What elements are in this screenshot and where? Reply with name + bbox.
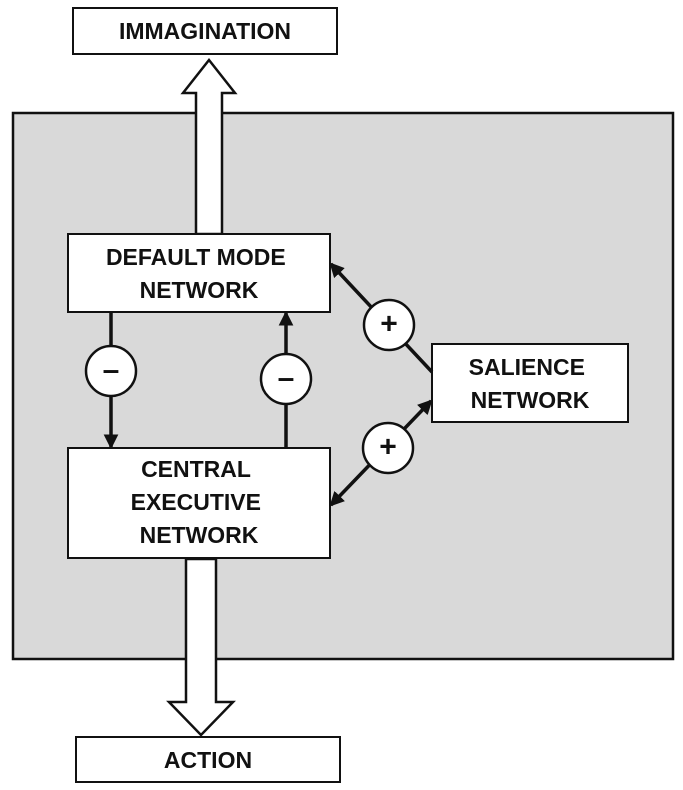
default-mode-network-line-1: DEFAULT MODE <box>106 244 286 270</box>
imagination-node: IMMAGINATION <box>72 7 338 55</box>
imagination-label-line-1: IMMAGINATION <box>119 18 291 44</box>
edge-sn-cen-sign: + <box>379 431 397 464</box>
default-mode-network-box <box>67 233 331 313</box>
salience-network-node: SALIENCE NETWORK <box>431 343 629 423</box>
central-executive-network-line-1: CENTRAL <box>141 456 251 482</box>
edge-cen-to-dmn-sign: – <box>278 362 295 395</box>
hollow-arrow-to-action <box>166 557 236 737</box>
edge-dmn-to-cen: – <box>84 312 138 450</box>
imagination-box <box>72 7 338 55</box>
action-box <box>75 736 341 783</box>
action-label: ACTION <box>164 747 252 773</box>
salience-network-box <box>431 343 629 423</box>
central-executive-network-line-2: EXECUTIVE <box>131 489 261 515</box>
imagination-label: IMMAGINATION <box>119 18 291 44</box>
default-mode-network-label: DEFAULT MODE NETWORK <box>106 244 292 303</box>
central-executive-network-line-3: NETWORK <box>140 522 259 548</box>
action-node: ACTION <box>75 736 341 783</box>
edge-dmn-to-cen-sign-circle <box>84 344 138 398</box>
central-executive-network-label: CENTRAL EXECUTIVE NETWORK <box>131 456 268 548</box>
hollow-arrow-to-imagination <box>180 57 238 236</box>
default-mode-network-line-2: NETWORK <box>140 277 259 303</box>
edge-dmn-to-cen-sign: – <box>103 354 120 387</box>
edge-cen-to-dmn-sign-circle <box>259 352 313 406</box>
central-executive-network-node: CENTRAL EXECUTIVE NETWORK <box>67 447 331 559</box>
edge-sn-cen: + <box>329 399 433 507</box>
edge-sn-to-dmn-sign-circle <box>362 298 416 352</box>
salience-network-line-2: NETWORK <box>471 387 590 413</box>
default-mode-network-node: DEFAULT MODE NETWORK <box>67 233 331 313</box>
action-label-line-1: ACTION <box>164 747 252 773</box>
edge-sn-cen-sign-circle <box>361 421 415 475</box>
salience-network-line-1: SALIENCE <box>469 354 585 380</box>
edge-sn-to-dmn: + <box>329 262 434 374</box>
central-executive-network-box <box>67 447 331 559</box>
edge-cen-to-dmn: – <box>259 310 313 448</box>
salience-network-label: SALIENCE NETWORK <box>469 354 592 413</box>
edge-sn-to-dmn-sign: + <box>380 308 398 341</box>
